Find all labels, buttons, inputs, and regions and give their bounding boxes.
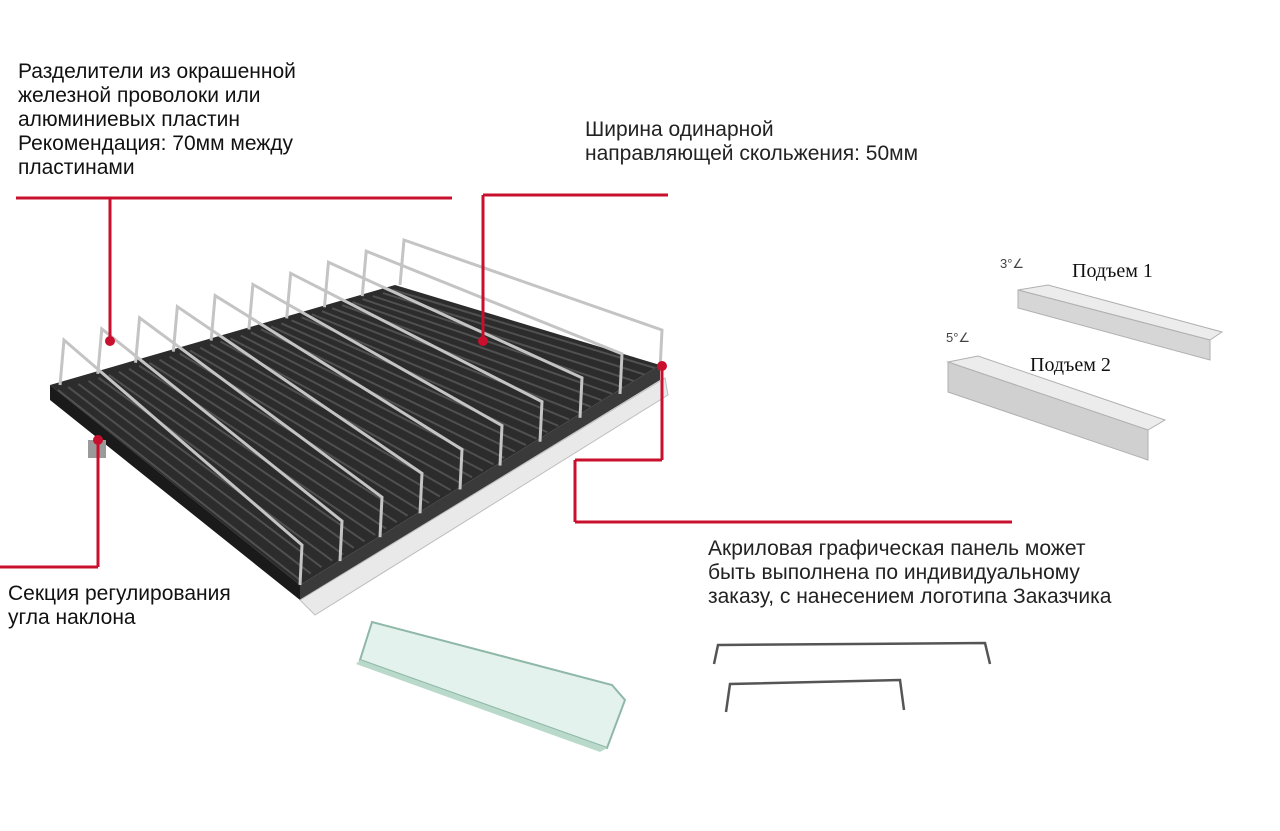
roller-rib	[148, 361, 398, 524]
roller-rib	[311, 313, 570, 421]
roller-rib	[291, 319, 548, 434]
lift-1-profile	[1017, 284, 1224, 361]
roller-rib	[128, 367, 376, 536]
roller-rib	[118, 370, 366, 543]
angle-section-label: Секция регулирования угла наклона	[8, 582, 231, 629]
spare-wire-dividers	[712, 641, 992, 713]
roller-rib	[189, 349, 441, 498]
roller-rib	[270, 325, 527, 446]
roller-rib	[87, 380, 333, 562]
wire-divider	[171, 303, 424, 514]
roller-rib	[77, 383, 323, 568]
wire-dividers	[58, 237, 664, 586]
wire-divider	[58, 336, 304, 586]
acrylic-panel-label: Акриловая графическая панель может быть …	[708, 537, 1112, 608]
lift-2-profile	[946, 355, 1167, 461]
acrylic-panel	[356, 620, 627, 752]
roller-rib	[199, 346, 452, 491]
roller-rib	[392, 289, 656, 369]
roller-rib	[372, 295, 634, 382]
roller-tray	[50, 285, 669, 616]
lift-2-title: Подъем 2	[1030, 354, 1111, 376]
roller-rib	[362, 298, 624, 389]
callout-dots	[93, 336, 667, 445]
wire-divider	[209, 292, 464, 490]
roller-rib	[331, 307, 591, 408]
callout-lines	[0, 193, 1012, 569]
wire-divider	[96, 325, 344, 562]
guide-width-label: Ширина одинарной направляющей скольжения…	[585, 118, 919, 165]
wire-divider	[285, 270, 544, 442]
wire-divider	[360, 248, 624, 394]
roller-rib	[108, 374, 355, 549]
lift-1-title: Подъем 1	[1072, 260, 1153, 282]
roller-rib	[352, 301, 613, 395]
roller-rib	[158, 358, 409, 517]
roller-rib	[230, 337, 484, 472]
lift-1-angle: 3°∠	[1000, 256, 1025, 271]
roller-rib	[98, 377, 344, 556]
wire-divider	[322, 259, 584, 418]
lift-2-angle: 5°∠	[946, 330, 971, 345]
wire-divider	[247, 281, 504, 466]
wire-divider	[398, 237, 664, 371]
dividers-label: Разделители из окрашенной железной прово…	[18, 60, 296, 179]
roller-rib	[321, 310, 581, 414]
wire-divider	[134, 314, 384, 538]
roller-rib	[57, 389, 301, 581]
roller-rib	[67, 386, 312, 575]
